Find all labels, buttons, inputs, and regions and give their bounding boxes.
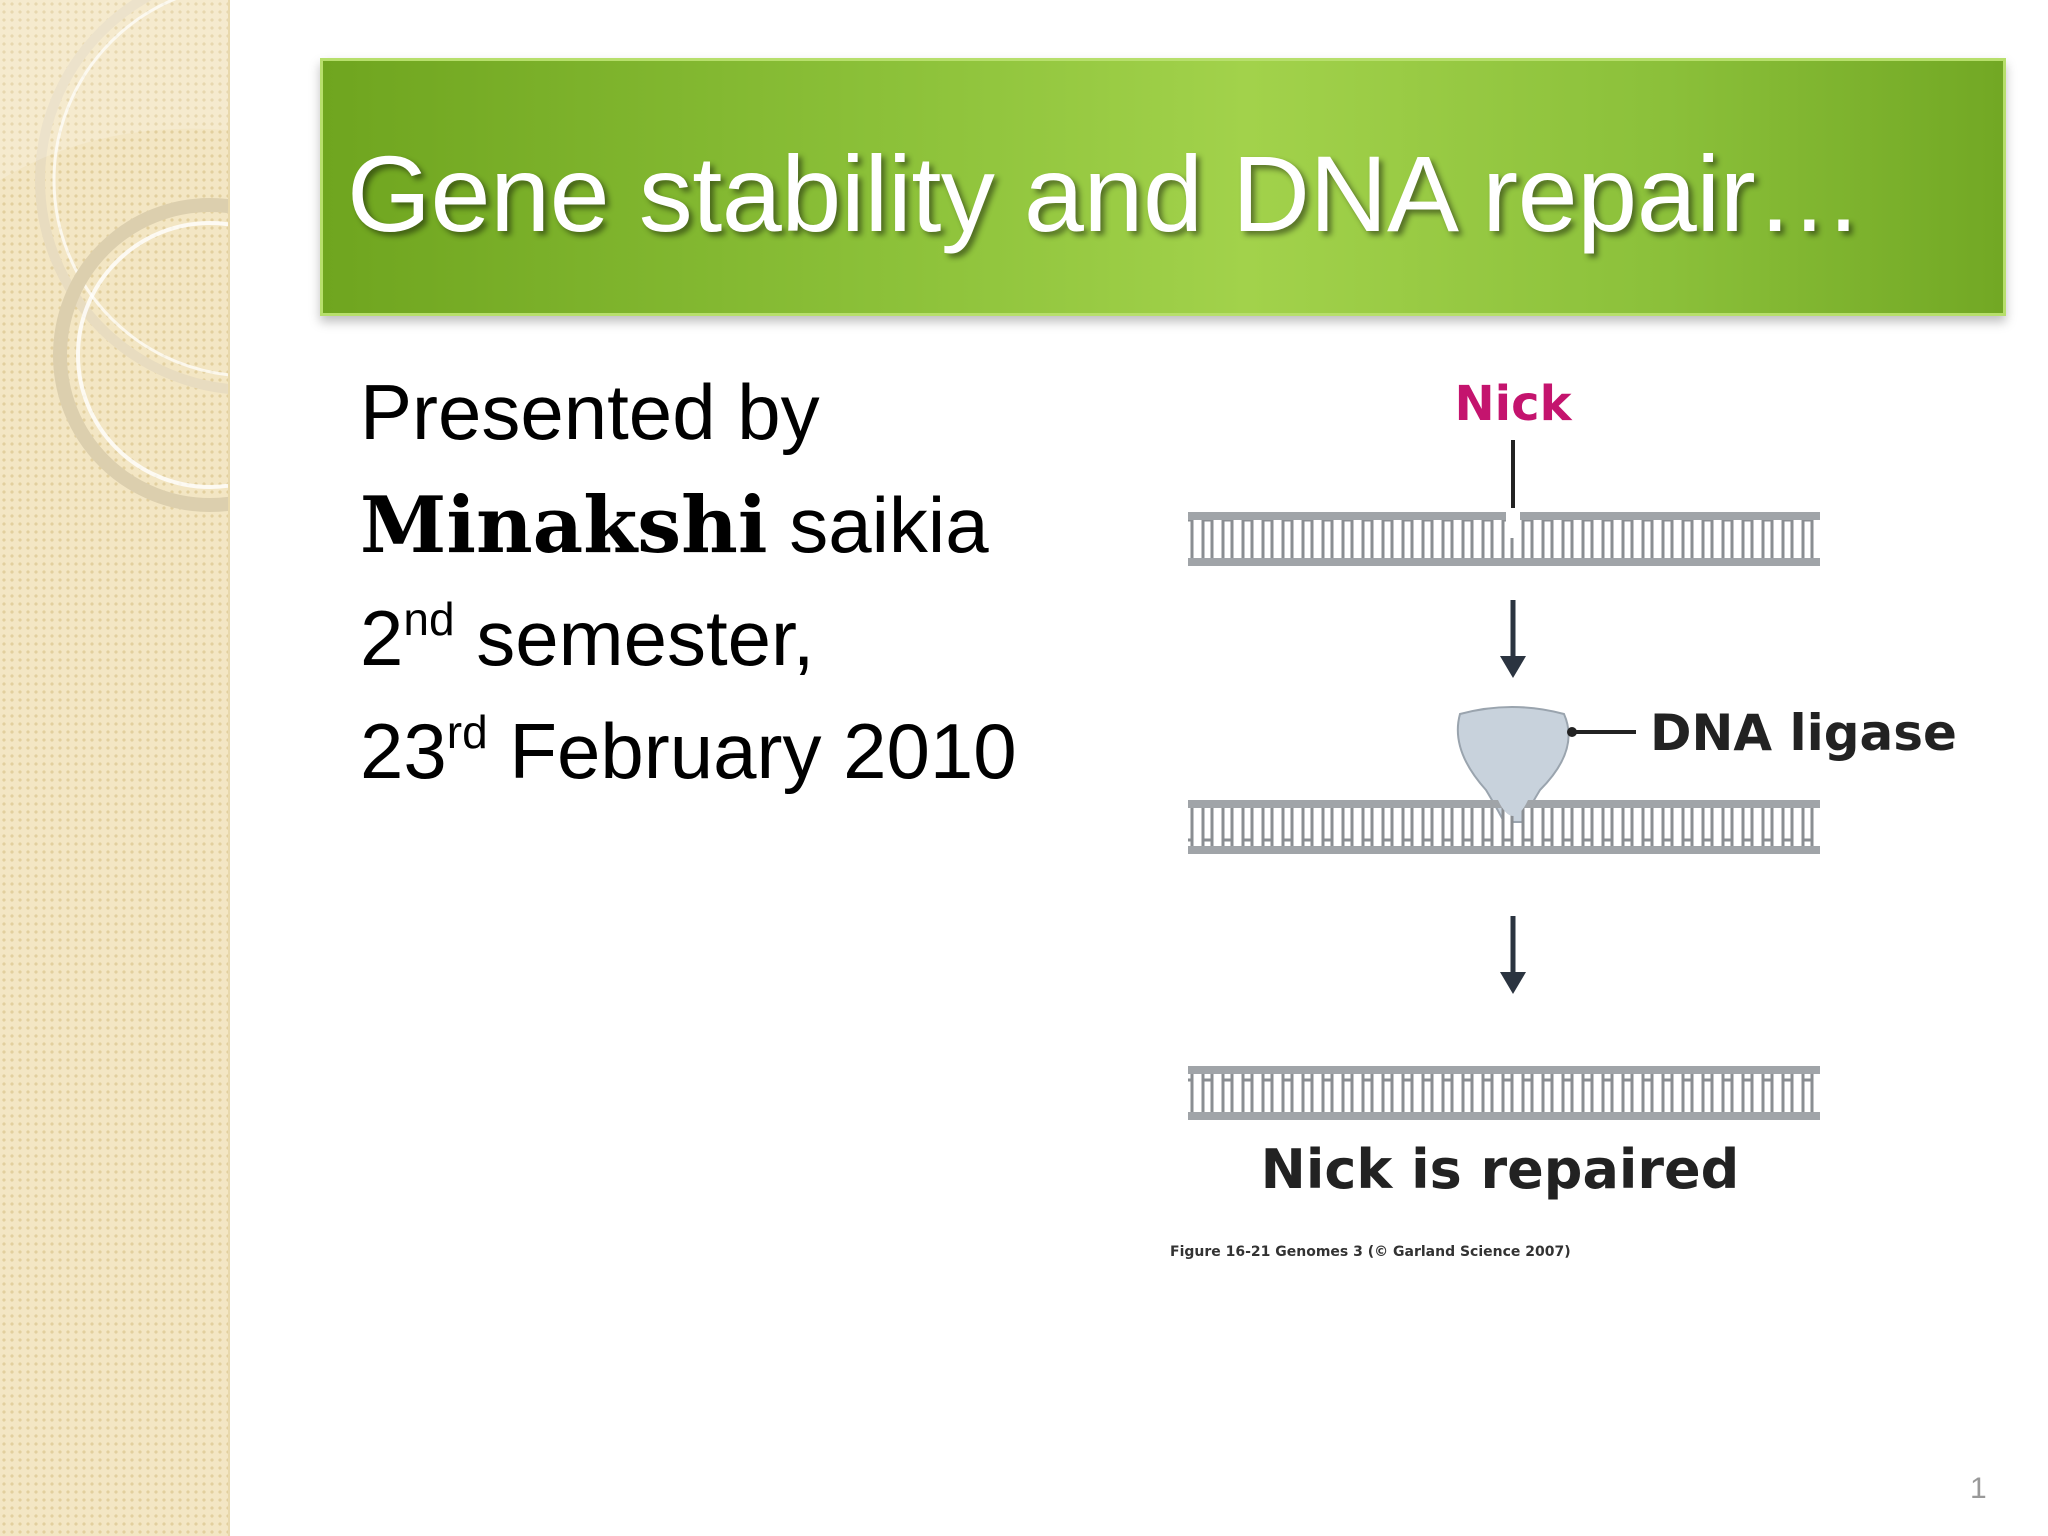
date-line: 23rd February 2010: [360, 695, 1017, 808]
figure-caption: Figure 16-21 Genomes 3 (© Garland Scienc…: [1170, 1244, 1571, 1260]
dna-ligase-label: DNA ligase: [1650, 704, 1957, 762]
semester-ordinal: nd: [403, 593, 455, 645]
presenter-info: Presented by Minakshi saikia 2nd semeste…: [360, 356, 1017, 808]
decorative-sidebar: [0, 0, 230, 1536]
date-text: February 2010: [487, 707, 1017, 795]
nick-label: Nick: [1455, 376, 1573, 432]
title-banner: Gene stability and DNA repair…: [320, 58, 2006, 316]
presenter-first-name: Minakshi: [360, 480, 768, 571]
presenter-last-name: saikia: [767, 481, 989, 569]
dna-ligase-figure: Nick DNA ligase: [1160, 360, 2020, 1285]
date-day: 23: [360, 707, 447, 795]
nick-repaired-label: Nick is repaired: [1261, 1138, 1740, 1201]
date-ordinal: rd: [446, 706, 488, 758]
dna-strand-ligating: [1188, 800, 1820, 854]
decorative-rings-icon: [0, 0, 228, 512]
arrow-down-icon: [1500, 916, 1526, 994]
slide-title: Gene stability and DNA repair…: [347, 133, 1863, 254]
semester-number: 2: [360, 594, 404, 682]
dna-repair-diagram: Nick DNA ligase: [1170, 376, 1957, 1260]
slide-number: 1: [1970, 1472, 1987, 1505]
presented-by-line: Presented by: [360, 368, 820, 456]
dna-strand-repaired: [1188, 1066, 1820, 1120]
dna-strand-nicked: [1188, 508, 1820, 566]
semester-line: 2nd semester,: [360, 582, 1017, 695]
semester-text: semester,: [454, 594, 815, 682]
presenter-name-line: Minakshi saikia: [360, 469, 1017, 582]
arrow-down-icon: [1500, 600, 1526, 678]
